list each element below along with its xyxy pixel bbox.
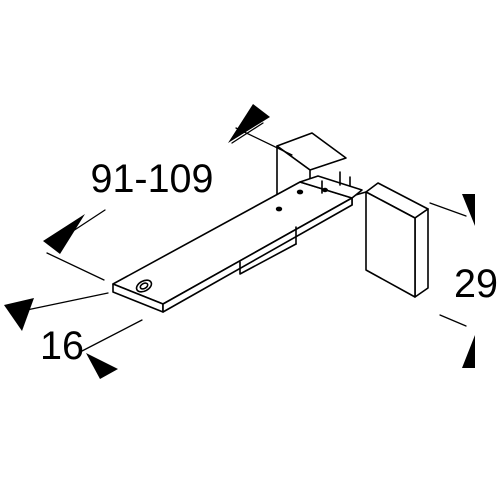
arrowhead-length-right (228, 104, 270, 143)
width-label: 16 (40, 324, 84, 368)
arrowhead-width-bottom (86, 353, 118, 379)
front-wall-plate (351, 182, 429, 298)
arrowhead-width-top (4, 298, 34, 331)
height-label: 29 (454, 262, 498, 306)
adjust-hole-2 (296, 189, 304, 195)
extension-arm (112, 171, 363, 313)
arrowhead-height-top (462, 194, 475, 226)
length-label: 91-109 (91, 157, 214, 201)
adjust-hole-1 (275, 206, 283, 212)
dimension-length: 91-109 (43, 104, 293, 281)
dimension-width: 16 (4, 292, 143, 379)
adjust-hole-3 (322, 187, 328, 193)
arrowhead-height-bottom (462, 335, 475, 368)
dimension-height: 29 (429, 194, 498, 368)
bracket-part (112, 132, 429, 313)
arrowhead-length-left (43, 214, 85, 254)
